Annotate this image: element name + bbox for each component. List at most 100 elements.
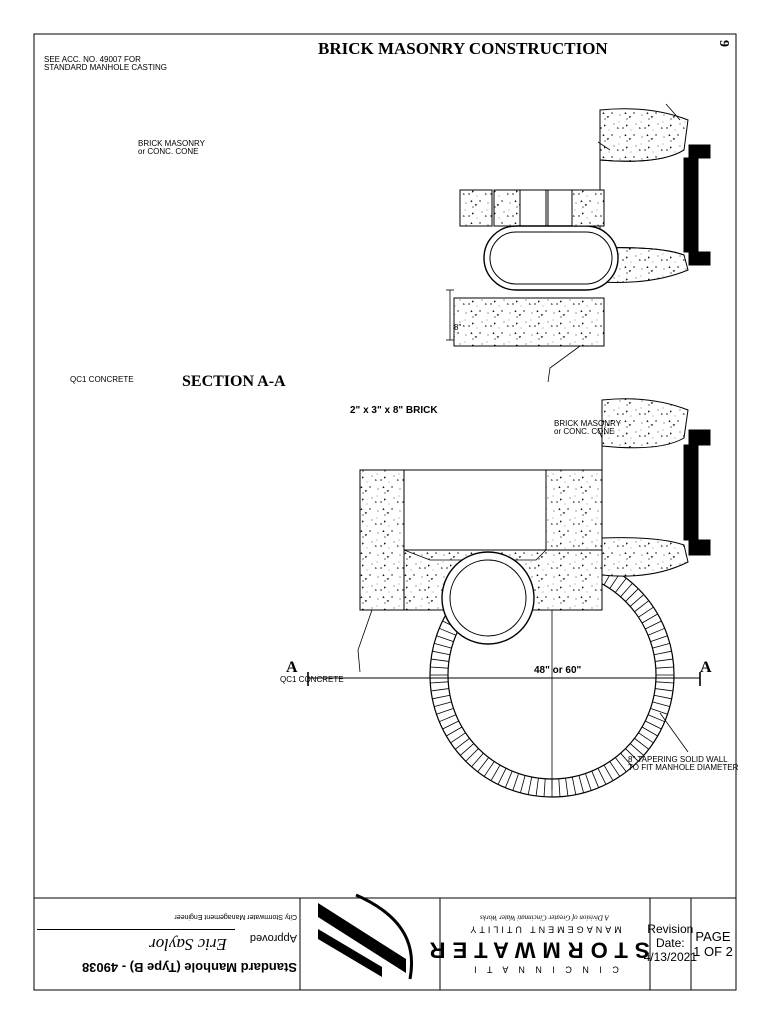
brick-joint bbox=[638, 606, 654, 618]
elevation-cone-note: BRICK MASONRY or CONC. CONE bbox=[554, 419, 621, 437]
casting-note: SEE ACC. NO. 49007 FOR STANDARD MANHOLE … bbox=[44, 55, 167, 73]
sheet-border bbox=[33, 33, 737, 991]
org-subline: A Division of Greater Cincinnati Water W… bbox=[480, 913, 610, 922]
elevation-base-note: QC1 CONCRETE bbox=[280, 675, 344, 684]
brick-joint bbox=[634, 600, 650, 613]
brick-joint bbox=[471, 752, 484, 767]
casting-note-line2: STANDARD MANHOLE CASTING bbox=[44, 63, 167, 73]
brick-joint bbox=[653, 650, 672, 656]
brick-joint bbox=[465, 748, 479, 762]
brick-joint bbox=[454, 737, 470, 750]
approved-label: Approved bbox=[249, 932, 297, 944]
brick-joint bbox=[647, 627, 665, 636]
brick-joint bbox=[442, 720, 459, 730]
plan-heading: BRICK MASONRY CONSTRUCTION bbox=[318, 39, 608, 58]
section-a-a-view bbox=[446, 103, 711, 383]
brick-joint bbox=[497, 768, 507, 785]
brick-note: 2" x 3" x 8" BRICK bbox=[350, 405, 438, 416]
brick-joint bbox=[650, 708, 668, 715]
brick-joint bbox=[436, 635, 454, 642]
brick-joint bbox=[614, 757, 627, 773]
brick-joint bbox=[591, 770, 600, 788]
brick-joint bbox=[652, 701, 670, 707]
brick-joint bbox=[655, 681, 674, 684]
brick-joint bbox=[634, 737, 650, 750]
brick-joint bbox=[652, 643, 670, 649]
org-line2: STORMWATER bbox=[423, 937, 650, 963]
brick-joint bbox=[653, 694, 672, 700]
brick-joint bbox=[655, 688, 674, 692]
elevation-casting bbox=[683, 429, 711, 556]
org-line1: C I N C I N N A T I bbox=[470, 964, 620, 975]
elevation-cone-note-line2: or CONC. CONE bbox=[554, 427, 615, 437]
brick-joint bbox=[565, 778, 569, 797]
wall-note: 8" TAPERING SOLID WALL TO FIT MANHOLE DI… bbox=[628, 755, 738, 773]
brick-joint bbox=[614, 577, 627, 593]
org-cell: C I N C I N N A T I STORMWATER MANAGEMEN… bbox=[423, 898, 650, 990]
brick-joint bbox=[571, 776, 577, 795]
revision-date: 4/13/2021 bbox=[643, 949, 698, 964]
brick-joint bbox=[629, 594, 644, 607]
page-of: 1 OF 2 bbox=[693, 944, 734, 959]
brick-joint bbox=[432, 694, 451, 700]
section-cone-note-line2: or CONC. CONE bbox=[138, 147, 199, 157]
brick-joint bbox=[535, 778, 539, 797]
diameter-label: 48" or 60" bbox=[534, 665, 582, 676]
page-label: PAGE bbox=[695, 929, 732, 944]
cut-label-left: A bbox=[700, 659, 712, 676]
brick-joint bbox=[578, 775, 584, 793]
signature-line bbox=[37, 929, 235, 930]
brick-joint bbox=[490, 764, 501, 781]
brick-joint bbox=[655, 658, 674, 662]
section-cone-note: BRICK MASONRY or CONC. CONE bbox=[138, 139, 205, 157]
brick-joint bbox=[625, 748, 639, 762]
section-heading: SECTION A-A bbox=[182, 373, 286, 390]
brick-joint bbox=[446, 726, 463, 737]
brick-joint bbox=[645, 620, 662, 630]
brick-joint bbox=[430, 666, 449, 669]
brick-joint bbox=[439, 714, 457, 723]
brick-joint bbox=[543, 778, 546, 797]
brick-joint bbox=[432, 650, 451, 656]
utility-logo bbox=[318, 893, 414, 980]
section-base-note: QC1 CONCRETE bbox=[70, 375, 134, 384]
cut-label-right: A bbox=[286, 659, 298, 676]
brick-joint bbox=[430, 688, 449, 692]
brick-joint bbox=[520, 775, 526, 793]
brick-joint bbox=[512, 773, 519, 791]
brick-joint bbox=[450, 732, 466, 744]
date-label: Date: bbox=[656, 936, 685, 951]
brick-joint bbox=[430, 681, 449, 684]
title-cell: Standard Manhole (Type B) - 49038 Approv… bbox=[34, 898, 300, 990]
drawing-title: Standard Manhole (Type B) - 49038 bbox=[81, 960, 297, 975]
section-casting bbox=[683, 144, 711, 266]
section-dim-label: 8" bbox=[454, 323, 462, 332]
brick-joint bbox=[609, 761, 621, 777]
brick-joint bbox=[625, 588, 639, 602]
brick-joint bbox=[439, 627, 457, 636]
brick-joint bbox=[603, 764, 614, 781]
approver-signature: Eric Saylor bbox=[149, 935, 227, 954]
brick-joint bbox=[434, 701, 452, 707]
brick-joint bbox=[620, 752, 633, 767]
org-line3: MANAGEMENT UTILITY bbox=[467, 924, 623, 935]
elevation-view bbox=[307, 398, 711, 686]
brick-joint bbox=[645, 720, 662, 730]
brick-joint bbox=[641, 726, 658, 737]
revision-cell: Revision Date: 4/13/2021 bbox=[644, 898, 697, 990]
brick-joint bbox=[650, 635, 668, 642]
brick-joint bbox=[597, 768, 607, 785]
brick-joint bbox=[527, 776, 533, 795]
approver-role: City Stormwater Management Engineer bbox=[174, 913, 297, 920]
brick-joint bbox=[504, 770, 513, 788]
brick-joint bbox=[483, 761, 495, 777]
brick-joint bbox=[620, 583, 633, 598]
brick-joint bbox=[436, 708, 454, 715]
brick-joint bbox=[585, 773, 592, 791]
brick-joint bbox=[641, 613, 658, 624]
brick-joint bbox=[629, 743, 644, 756]
sheet-number: 9 bbox=[716, 40, 731, 47]
